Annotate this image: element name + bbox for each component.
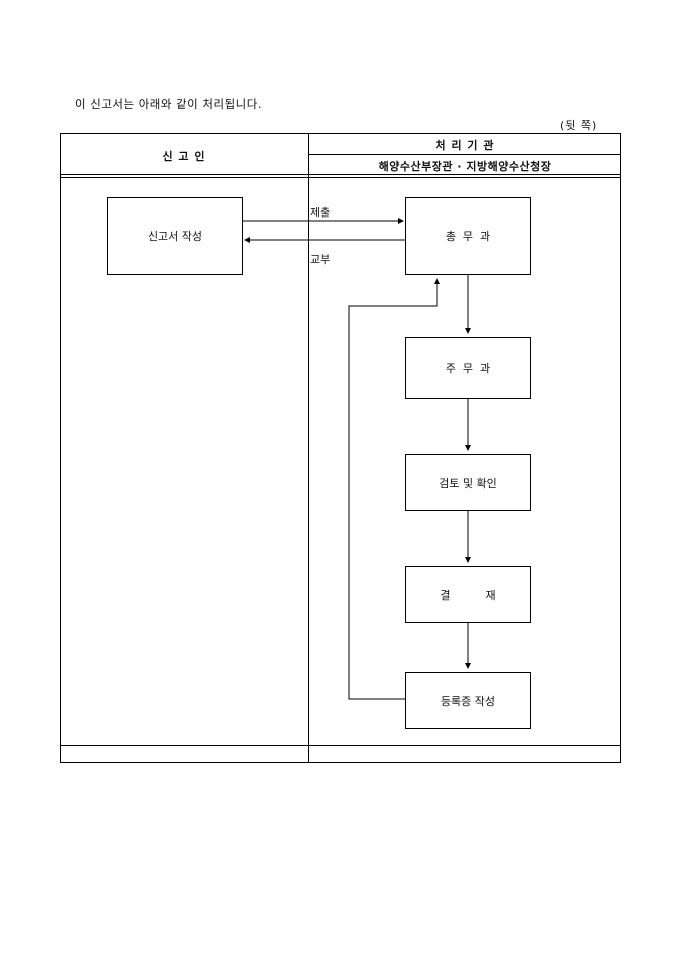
step-main-department: 주 무 과 — [405, 337, 531, 399]
return-label: 교부 — [310, 253, 331, 266]
header-bottom-line-2 — [60, 177, 621, 178]
right-column-header-top: 처 리 기 관 — [435, 139, 495, 152]
footer-line — [60, 745, 621, 746]
step-certificate: 등록증 작성 — [405, 672, 531, 729]
submit-label: 제출 — [310, 206, 331, 219]
right-column-header-bottom: 해양수산부장관 · 지방해양수산청장 — [378, 160, 552, 173]
step-review: 검토 및 확인 — [405, 454, 531, 511]
column-divider — [308, 133, 309, 763]
header-bottom-line-1 — [60, 174, 621, 175]
left-column-header: 신 고 인 — [162, 150, 206, 163]
step-general-affairs: 총 무 과 — [405, 197, 531, 275]
process-table — [60, 133, 621, 763]
side-note: (뒷 쪽) — [560, 119, 598, 132]
step-approval: 결 재 — [405, 566, 531, 623]
applicant-box: 신고서 작성 — [107, 197, 243, 275]
header-right-divider — [309, 154, 621, 155]
intro-text: 이 신고서는 아래와 같이 처리됩니다. — [75, 97, 262, 111]
feedback-arrow — [348, 278, 440, 700]
